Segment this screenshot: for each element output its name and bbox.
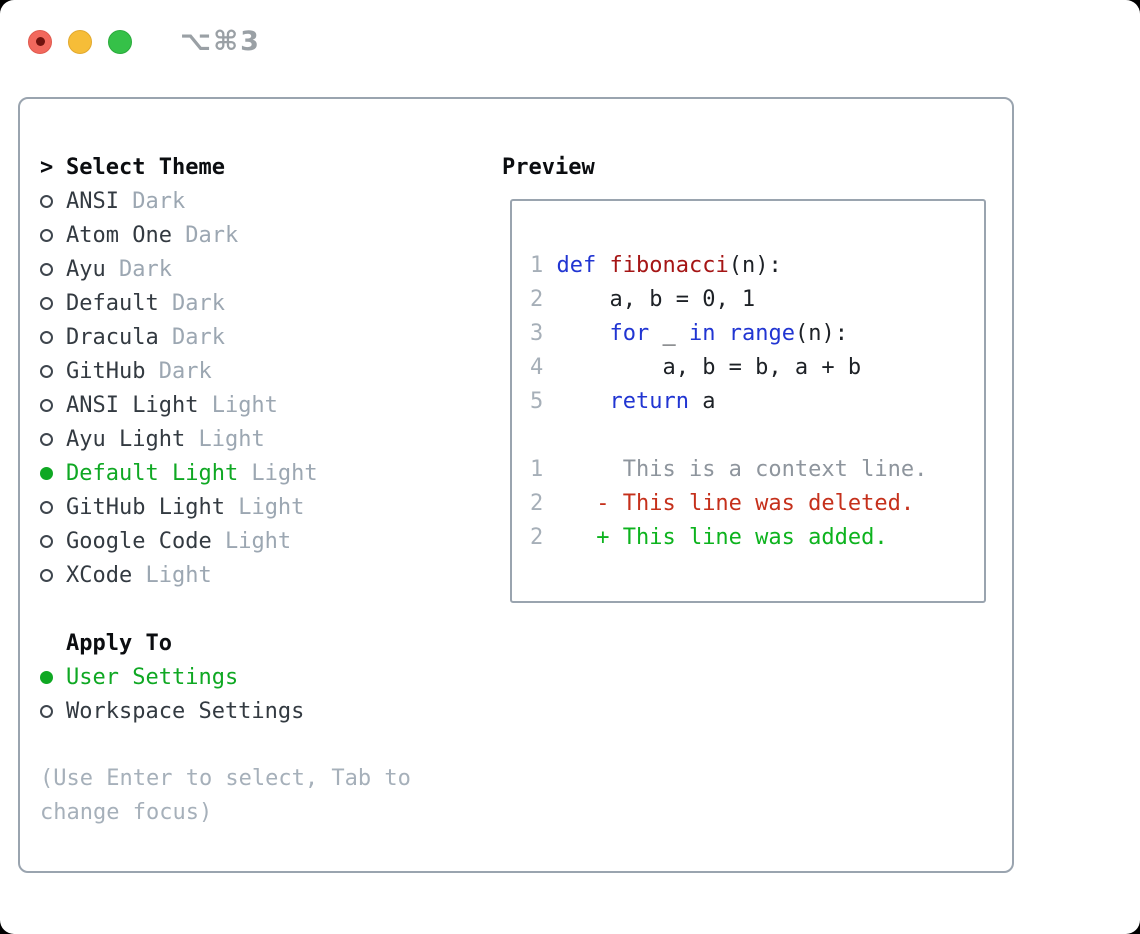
preview-code-box: 1 def fibonacci(n): 2 a, b = 0, 1 3 for _ … — [510, 199, 986, 603]
preview-code-lines: 1 def fibonacci(n): 2 a, b = 0, 1 3 for _ … — [530, 249, 966, 419]
radio-marker — [40, 466, 66, 480]
theme-name: ANSI Light — [66, 392, 199, 418]
code-line-4: 4 a, b = b, a + b — [530, 355, 862, 380]
theme-variant: Dark — [145, 358, 212, 384]
radio-circle-icon — [40, 568, 53, 582]
radio-circle-icon — [40, 500, 53, 514]
code-line-2: 2 a, b = 0, 1 — [530, 287, 756, 312]
theme-option-atom-one[interactable]: Atom One Dark — [40, 218, 486, 252]
radio-circle-icon — [40, 432, 53, 446]
radio-circle-icon — [40, 364, 53, 378]
radio-circle-icon — [40, 262, 53, 276]
select-theme-title: Select Theme — [66, 154, 225, 180]
theme-name: ANSI — [66, 188, 119, 214]
preview-diff-lines: 1 This is a context line. 2 - This line w… — [530, 453, 966, 555]
theme-option-ayu[interactable]: Ayu Dark — [40, 252, 486, 286]
apply-option-user-settings[interactable]: User Settings — [40, 660, 486, 694]
radio-marker — [40, 228, 66, 242]
theme-option-xcode[interactable]: XCode Light — [40, 558, 486, 592]
titlebar: ⌥⌘3 — [28, 26, 261, 57]
theme-name: Google Code — [66, 528, 212, 554]
radio-marker — [40, 194, 66, 208]
apply-option-workspace-settings[interactable]: Workspace Settings — [40, 694, 486, 728]
theme-variant: Dark — [158, 324, 225, 350]
radio-marker — [40, 296, 66, 310]
theme-name: XCode — [66, 562, 133, 588]
theme-option-github[interactable]: GitHub Dark — [40, 354, 486, 388]
theme-variant: Dark — [105, 256, 172, 282]
theme-name: Ayu Light — [66, 426, 186, 452]
theme-option-ayu-light[interactable]: Ayu Light Light — [40, 422, 486, 456]
apply-option-label: User Settings — [66, 664, 239, 690]
radio-circle-icon — [40, 194, 53, 208]
diff-line-added: 2 + This line was added. — [530, 525, 888, 550]
theme-name: Dracula — [66, 324, 159, 350]
theme-name: Default Light — [66, 460, 239, 486]
theme-list: ANSI Dark Atom One Dark Ayu Dark Default… — [40, 184, 486, 592]
zoom-button[interactable] — [108, 29, 132, 54]
code-line-1: 1 def fibonacci(n): — [530, 253, 782, 278]
theme-name: Ayu — [66, 256, 106, 282]
theme-variant: Dark — [158, 290, 225, 316]
radio-circle-icon — [40, 330, 53, 344]
help-text: (Use Enter to select, Tab to change focu… — [40, 766, 411, 825]
preview-blank-line — [530, 419, 966, 453]
theme-option-google-code[interactable]: Google Code Light — [40, 524, 486, 558]
theme-option-github-light[interactable]: GitHub Light Light — [40, 490, 486, 524]
focus-caret-icon: > — [40, 154, 54, 180]
preview-column: Preview 1 def fibonacci(n): 2 a, b = 0, 1… — [502, 150, 986, 603]
radio-marker — [40, 568, 66, 582]
theme-option-dracula[interactable]: Dracula Dark — [40, 320, 486, 354]
diff-line-context: 1 This is a context line. — [530, 457, 928, 482]
code-line-5: 5 return a — [530, 389, 716, 414]
theme-option-ansi[interactable]: ANSI Dark — [40, 184, 486, 218]
theme-variant: Light — [224, 494, 305, 520]
radio-circle-icon — [40, 704, 53, 718]
close-dot-icon — [35, 37, 45, 46]
theme-selector-column: > Select Theme ANSI Dark Atom One Dark A… — [40, 150, 486, 830]
radio-circle-icon — [40, 296, 53, 310]
apply-option-label: Workspace Settings — [66, 698, 305, 724]
radio-marker — [40, 398, 66, 412]
radio-circle-icon — [40, 228, 53, 242]
radio-circle-icon — [40, 534, 53, 548]
select-theme-header: > Select Theme — [40, 150, 486, 184]
code-line-3: 3 for _ in range(n): — [530, 321, 848, 346]
window-title-shortcut: ⌥⌘3 — [180, 26, 261, 57]
preview-title: Preview — [502, 154, 595, 180]
theme-variant: Light — [238, 460, 318, 486]
radio-marker — [40, 330, 66, 344]
minimize-button[interactable] — [68, 29, 92, 54]
section-gap — [40, 592, 486, 626]
theme-variant: Light — [198, 392, 278, 418]
theme-option-default-light[interactable]: Default Light Light — [40, 456, 486, 490]
diff-line-deleted: 2 - This line was deleted. — [530, 491, 915, 516]
apply-to-header: Apply To — [40, 626, 486, 660]
radio-marker — [40, 500, 66, 514]
radio-marker — [40, 534, 66, 548]
theme-variant: Dark — [118, 188, 186, 214]
theme-variant: Light — [132, 562, 212, 588]
radio-marker — [40, 364, 66, 378]
radio-marker — [40, 704, 66, 718]
theme-picker-panel: > Select Theme ANSI Dark Atom One Dark A… — [18, 97, 1014, 873]
apply-to-list: User Settings Workspace Settings — [40, 660, 486, 728]
radio-marker — [40, 262, 66, 276]
theme-option-default[interactable]: Default Dark — [40, 286, 486, 320]
theme-name: GitHub — [66, 358, 146, 384]
theme-name: Default — [66, 290, 159, 316]
theme-option-ansi-light[interactable]: ANSI Light Light — [40, 388, 486, 422]
theme-variant: Dark — [171, 222, 239, 248]
radio-marker — [40, 432, 66, 446]
apply-to-title: Apply To — [66, 630, 172, 656]
radio-circle-icon — [40, 398, 53, 412]
theme-name: GitHub Light — [66, 494, 225, 520]
theme-name: Atom One — [66, 222, 172, 248]
radio-circle-icon — [40, 670, 53, 684]
radio-marker — [40, 670, 66, 684]
theme-variant: Light — [211, 528, 292, 554]
radio-circle-icon — [40, 466, 53, 480]
close-button[interactable] — [28, 29, 52, 54]
theme-variant: Light — [185, 426, 265, 452]
